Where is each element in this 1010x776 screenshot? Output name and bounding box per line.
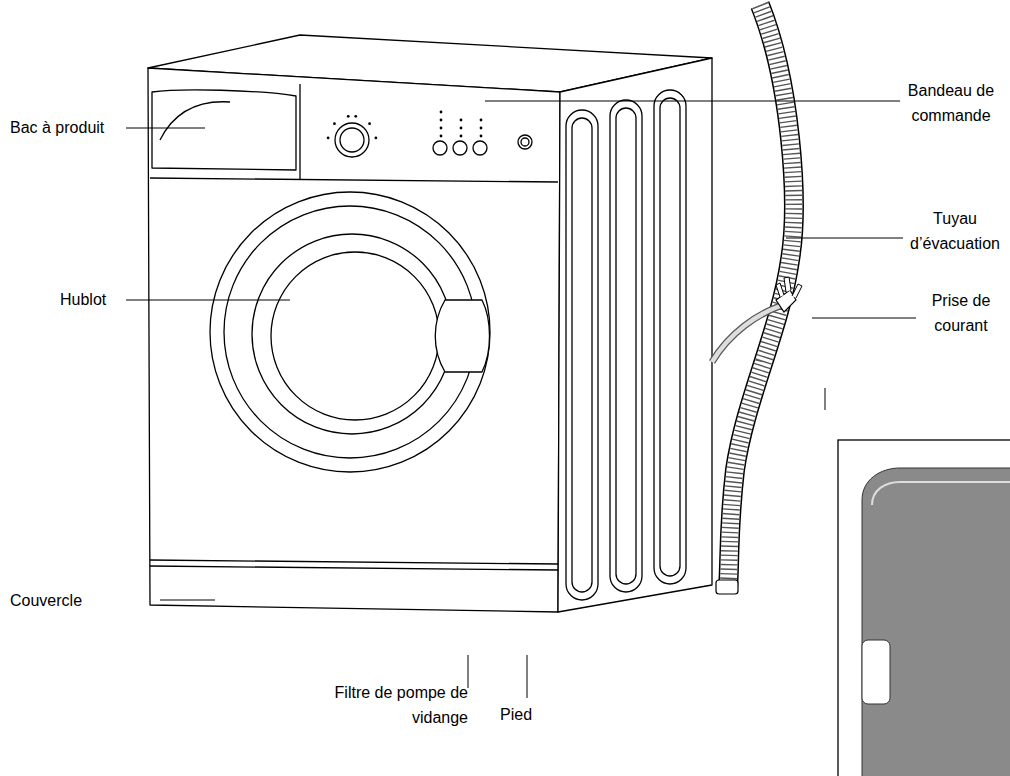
detergent-drawer	[152, 90, 296, 170]
rib	[566, 110, 598, 600]
power-button-inner	[521, 138, 529, 146]
door-handle	[435, 300, 489, 372]
leader-line	[527, 655, 528, 698]
panel-dot	[460, 119, 463, 122]
button	[453, 141, 467, 155]
panel-dot	[440, 111, 443, 114]
leader-line	[786, 238, 903, 239]
button	[473, 141, 487, 155]
panel-dot	[375, 137, 378, 140]
panel-dot	[440, 119, 443, 122]
part-label: Pied	[500, 702, 560, 727]
rib	[610, 100, 642, 592]
cord-body	[712, 306, 780, 362]
part-label: Bandeau de commande	[905, 78, 997, 128]
leader-line	[160, 600, 215, 601]
side-ribs	[566, 90, 686, 600]
rib-inner	[660, 98, 680, 576]
part-label: Bac à produit	[10, 115, 125, 140]
cover-line	[150, 560, 558, 564]
door-glass-inner	[271, 252, 439, 420]
panel-dot	[327, 137, 330, 140]
part-label: Filtre de pompe de vidange	[330, 680, 468, 730]
panel-dot	[347, 115, 350, 118]
part-label: Hublot	[60, 287, 130, 312]
leader-line	[812, 318, 916, 319]
panel-dot	[480, 127, 483, 130]
inset-panel	[862, 468, 1010, 776]
panel-dot	[480, 119, 483, 122]
panel-dot	[460, 135, 463, 138]
plug-prongs	[776, 277, 802, 298]
front-face	[148, 68, 560, 612]
machine-body	[148, 35, 712, 612]
rib	[654, 90, 686, 584]
tick-mark	[825, 388, 826, 410]
panel-dot	[480, 135, 483, 138]
program-knob	[335, 123, 369, 157]
leader-line	[126, 300, 290, 301]
panel-dots	[327, 111, 483, 140]
leader-line	[468, 655, 469, 688]
cord-outline	[712, 306, 780, 362]
drawer-handle	[160, 102, 230, 140]
inset-detail	[838, 440, 1010, 776]
panel-dot	[333, 122, 336, 125]
inset-filter-cap	[862, 640, 890, 704]
panel-dot	[460, 127, 463, 130]
leader-line	[485, 101, 900, 102]
door-ring-outer	[210, 192, 490, 472]
inset-frame	[838, 440, 1010, 776]
panel-dot	[368, 122, 371, 125]
side-face	[558, 58, 712, 612]
hose-fitting	[716, 580, 738, 594]
rib-inner	[616, 108, 636, 584]
cover-line	[150, 566, 558, 570]
button	[433, 141, 447, 155]
power-button	[518, 135, 532, 149]
door-glass-outer	[252, 234, 452, 434]
power-cord	[712, 277, 802, 362]
inset-highlight	[872, 482, 1010, 505]
panel-dot	[354, 115, 357, 118]
panel-bottom-line	[150, 178, 558, 182]
part-label: Prise de courant	[920, 288, 1002, 338]
part-label: Couvercle	[10, 588, 110, 613]
part-label: Tuyau d’évacuation	[906, 206, 1004, 256]
panel-dot	[440, 135, 443, 138]
program-knob-inner	[340, 128, 364, 152]
leader-line	[126, 128, 205, 129]
rib-inner	[572, 118, 592, 592]
panel-divider	[299, 84, 300, 179]
leader-lines	[126, 101, 916, 698]
panel-dot	[440, 127, 443, 130]
